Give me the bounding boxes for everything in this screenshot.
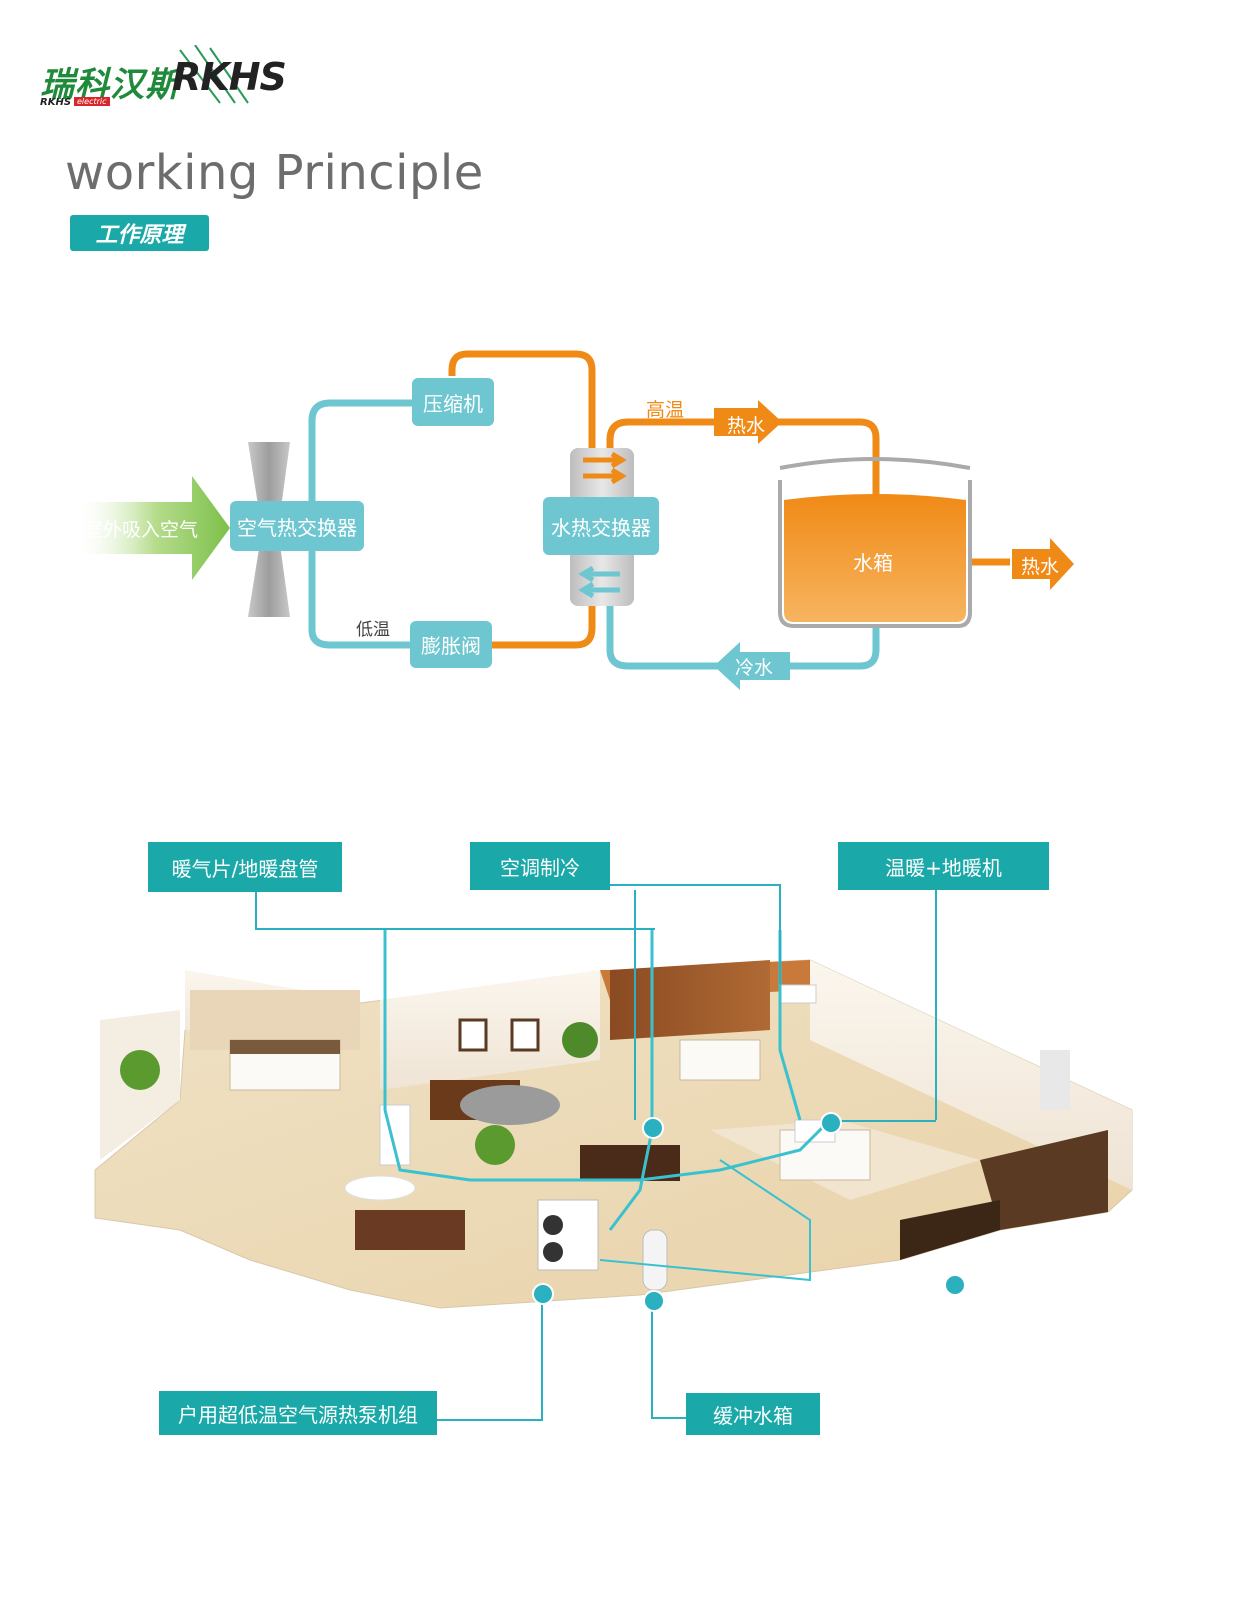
high-temp-label: 高温 (646, 399, 685, 421)
principle-diagram (80, 350, 1074, 690)
heat-pump-label: 户用超低温空气源热泵机组 (159, 1391, 437, 1435)
heating-unit-label: 温暖+地暖机 (838, 842, 1049, 890)
expansion-valve-box: 膨胀阀 (410, 621, 492, 668)
pointer-dot (642, 1117, 664, 1139)
cold-water-label: 冷水 (734, 656, 773, 679)
hot-water-out-label: 热水 (1020, 555, 1059, 578)
logo-strokes-icon (179, 45, 249, 104)
pointer-dot (532, 1283, 554, 1305)
hot-water-out-arrow-icon (1012, 538, 1074, 590)
house-illustration (94, 930, 1133, 1309)
buffer-tank-icon (642, 1229, 668, 1291)
pointer-dot (820, 1112, 842, 1134)
brand-sub-right: electric (74, 97, 110, 106)
intake-label: 室外吸入空气 (83, 518, 198, 541)
leader-line (610, 884, 780, 886)
leader-line (935, 890, 937, 1120)
tank-water (784, 494, 966, 622)
compressor-box: 压缩机 (412, 378, 494, 426)
leader-line (830, 1120, 936, 1122)
refrigerant-loop-orange (448, 350, 596, 649)
subtitle-badge: 工作原理 (70, 215, 209, 251)
low-temp-label: 低温 (356, 620, 390, 640)
brand-logo: 瑞科汉斯 RKHS RKHS electric (40, 45, 300, 125)
leader-line (779, 884, 781, 984)
buffer-tank-label: 缓冲水箱 (686, 1393, 820, 1435)
air-exchanger-box: 空气热交换器 (230, 501, 364, 551)
hot-water-arrow-icon (714, 400, 782, 444)
leader-line (255, 928, 655, 930)
leader-line (541, 1295, 543, 1420)
page-title: working Principle (65, 145, 484, 201)
aircon-label: 空调制冷 (470, 842, 610, 890)
hot-water-in-label: 热水 (726, 414, 765, 437)
tank-outline (778, 480, 972, 628)
hx-arrows-bottom-icon (578, 565, 620, 599)
brand-name-en: RKHS (172, 55, 287, 99)
leader-line (651, 1300, 653, 1418)
tank-lid (779, 457, 971, 470)
leader-line (651, 1417, 686, 1419)
pointer-dot (944, 1274, 966, 1296)
tank-label: 水箱 (853, 550, 893, 575)
water-exchanger-box: 水热交换器 (543, 497, 659, 555)
leader-line (255, 890, 257, 930)
hx-arrows-top-icon (583, 451, 627, 485)
leader-line (634, 890, 636, 1120)
cold-water-arrow-icon (714, 642, 790, 690)
brand-sub-left: RKHS (40, 97, 72, 108)
intake-arrow-icon (80, 476, 230, 580)
ac-unit-icon (779, 984, 817, 1004)
pointer-dot (643, 1290, 665, 1312)
leader-line (437, 1419, 543, 1421)
radiator-label: 暖气片/地暖盘管 (148, 842, 342, 892)
